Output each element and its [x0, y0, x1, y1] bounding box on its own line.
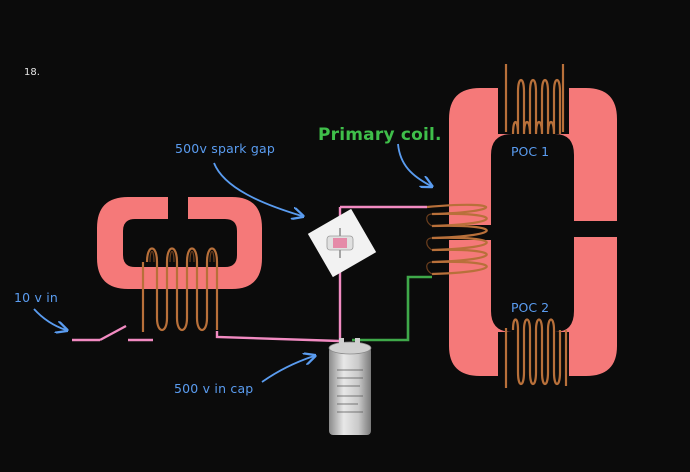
poc1-coil	[504, 64, 565, 135]
capacitor	[328, 338, 372, 435]
input-transformer-core	[97, 197, 262, 289]
green-wires	[352, 275, 432, 342]
figure-number: 18.	[24, 67, 40, 78]
spark-gap	[307, 208, 377, 278]
poc1-label: POC 1	[511, 144, 549, 159]
poc2-coil	[504, 318, 568, 388]
poc2-label: POC 2	[511, 300, 549, 315]
input-voltage-label: 10 v in	[14, 290, 58, 305]
output-transformer-core	[449, 88, 617, 376]
spark-gap-label: 500v spark gap	[175, 141, 275, 156]
primary-coil-label: Primary coil.	[318, 125, 442, 145]
annotation-arrows	[33, 143, 431, 383]
input-switch	[72, 324, 153, 342]
capacitor-label: 500 v in cap	[174, 381, 253, 396]
primary-coil	[426, 203, 488, 276]
input-coil	[141, 247, 219, 332]
